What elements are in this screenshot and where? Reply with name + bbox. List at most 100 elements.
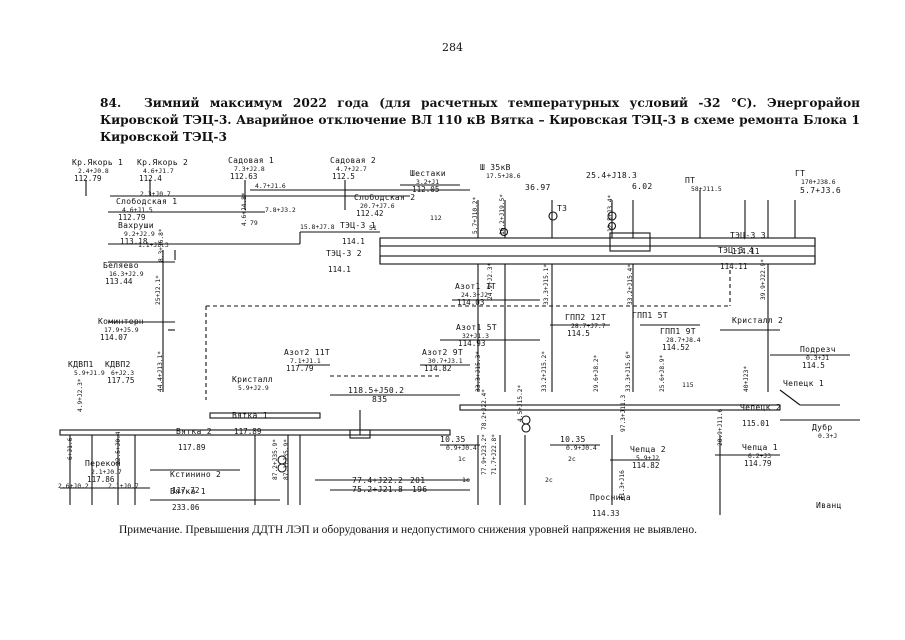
node-name-dubrava: Дубр — [812, 422, 832, 432]
node-voltage-slobodskaya2: 112.42 — [356, 209, 383, 218]
heading-text: Зимний максимум 2022 года (для расчетных… — [100, 96, 860, 144]
node-name-t3: Т3 — [557, 204, 567, 213]
node-voltage-sadovaya2: 112.5 — [332, 172, 355, 181]
node-name-chepecha: Чепецк 1 — [783, 379, 824, 388]
flow-label-f7: 2.1+J0.7 — [108, 482, 139, 490]
node-flow-shestaki: 3.2+J1 — [416, 178, 439, 186]
heading-number: 84. — [100, 96, 122, 110]
node-flow-azot2_11t: 7.1+J1.1 — [290, 357, 321, 365]
flow-label-f6: 2.6+J0.2 — [58, 482, 89, 490]
vertical-label-v27: 97.3+J11.3 — [620, 394, 627, 432]
node-name-gpp1_5t: ГПП1 5Т — [632, 311, 668, 320]
flow-label-f8: 1c — [458, 455, 466, 463]
node-voltage-vahrushi: 113.18 — [120, 237, 148, 246]
node-name-prosnica: Просница — [590, 493, 631, 502]
node-name-tec3_2: ТЭЦ-3 2 — [326, 249, 362, 258]
node-flow-node1035a: 0.9+J0.4 — [446, 444, 477, 452]
node-name-sh35: Ш 35кВ — [480, 163, 511, 172]
flow-label-f2: 4.7+J1.6 — [255, 182, 286, 190]
flow-label-f15: 115 — [682, 381, 694, 389]
node-name-azot1_5t: Азот1 5Т — [456, 323, 497, 332]
node-voltage-chepecha2: 115.01 — [742, 419, 770, 428]
vertical-label-v7: 24.9+J2.3* — [487, 262, 494, 300]
node-name-chepca1: Чепца 1 — [742, 443, 778, 452]
node-voltage-sadovaya1: 112.63 — [230, 172, 257, 181]
node-voltage-vyatka1: 117.89 — [234, 427, 262, 436]
node-name-node25: 25.4+J18.3 — [586, 171, 637, 180]
node-voltage-gpp1_9t: 114.52 — [662, 343, 689, 352]
node-flow-slobodskaya2: 20.7+J7.6 — [360, 202, 395, 210]
scheme-wires — [59, 180, 860, 515]
vertical-label-v20: 22.5+J0.4 — [115, 431, 122, 465]
node-flow-gpp2_12t: 28.7+J7.7 — [571, 322, 606, 330]
vertical-label-v6: 25+J2.1* — [155, 275, 162, 305]
node-flow-azot1_1t: 24.3+J2 — [461, 291, 488, 299]
node-flow-dubrava: 0.3+J — [818, 432, 837, 440]
node-name-vyatka1b: Вятка 1 — [170, 487, 206, 496]
node-name-node75: 75.2+J21.8 — [352, 485, 403, 494]
node-voltage-kominterna: 114.07 — [100, 333, 127, 342]
vertical-label-v9: 33.2+J15.4* — [627, 264, 634, 305]
node-voltage-kr_yakor2: 112.4 — [139, 174, 162, 183]
node-flow-chepca1: 6.2+J3 — [748, 452, 771, 460]
node-name-kstinino2: Кстинино 2 — [170, 470, 221, 479]
node-name-gpp2_12t: ГПП2 12Т — [565, 313, 606, 322]
node-flow-gpp1_9t: 28.7+J8.4 — [666, 336, 701, 344]
transformer-icon — [548, 211, 558, 221]
page-heading: 84.Зимний максимум 2022 года (для расчет… — [100, 95, 860, 146]
flow-label-f4: 15.8+J7.8 — [300, 223, 335, 231]
vertical-label-v2: 5.7+J10.2* — [472, 196, 479, 234]
node-flow-sadovaya1: 7.3+J2.8 — [234, 165, 265, 173]
flow-label-f1: 2.3+J0.7 — [140, 190, 171, 198]
transformer-icon — [521, 423, 531, 433]
vertical-label-v1: 4.6+J4.8* — [241, 192, 248, 226]
node-name-sadovaya1: Садовая 1 — [228, 156, 274, 165]
node-flow-kdvp2: 6+J2.3 — [111, 369, 134, 377]
node-voltage-vyatka1b: 233.06 — [172, 503, 200, 512]
node-name-pt: ПТ — [685, 176, 695, 185]
node-name-node1035b: 10.35 — [560, 435, 586, 444]
node-name-node1035a: 10.35 — [440, 435, 466, 444]
node-flow-chepca2: 5.9+J2 — [636, 454, 659, 462]
flow-label-f9: 2c — [568, 455, 576, 463]
flow-label-f10: 1c — [462, 476, 470, 484]
node-voltage-kstinino2: 117.72 — [172, 486, 199, 495]
node-name-kominterna: Коминтерн — [98, 317, 144, 326]
node-name-slobodskaya1: Слободская 1 — [116, 196, 177, 206]
vertical-label-v16: 33.3+J15.6* — [625, 351, 632, 392]
vertical-label-v13: 33.2+J15.2* — [541, 351, 548, 392]
node-name-kdvp1: КДВП1 — [68, 360, 94, 369]
vertical-label-v4: 12.5+J3.4* — [607, 194, 614, 232]
node-name-chepca2: Чепца 2 — [630, 445, 666, 454]
node-flow-perekop: 2.1+J0.7 — [91, 468, 122, 476]
node-name-kristall2: Кристалл 2 — [732, 316, 783, 325]
node-voltage-chepca2: 114.82 — [632, 461, 659, 470]
node-flow-sh35: 17.5+J8.6 — [486, 172, 521, 180]
node-flow-kdvp1: 5.9+J1.9 — [74, 369, 105, 377]
flow-label-f3: 7.8+J3.2 — [265, 206, 296, 214]
node-name-node201: 201 — [410, 476, 425, 485]
node-name-tec3_3: ТЭЦ-3 3 — [730, 231, 766, 240]
vertical-label-v28: 20.9+J11.6 — [717, 408, 724, 446]
node-flow-slobodskaya1: 4.6+J1.5 — [122, 206, 153, 214]
node-voltage-belyaevo: 113.44 — [105, 277, 133, 286]
vertical-label-v19: 6+J1.6 — [67, 437, 74, 460]
node-name-kr_yakor2: Кр.Якорь 2 — [137, 158, 188, 167]
vertical-label-v12: 44.4+J13.1* — [157, 351, 164, 392]
node-name-node196: 196 — [412, 485, 427, 494]
node-voltage-gpp2_12t: 114.5 — [567, 329, 590, 338]
node-voltage-azot2_9t: 114.82 — [424, 364, 451, 373]
node-voltage-tec3_2: 114.1 — [328, 265, 351, 274]
flow-label-f12: 51 — [369, 224, 377, 232]
node-name-vyatka2: Вятка 2 — [176, 427, 212, 436]
vertical-label-v18: 40+J23* — [743, 366, 750, 392]
vertical-label-v15: 29.6+J8.2* — [593, 354, 600, 392]
node-flow-node1035b: 0.9+J0.4 — [566, 444, 597, 452]
node-name-node602: 6.02 — [632, 182, 652, 191]
node-name-vyatka1: Вятка 1 — [232, 411, 268, 420]
node-name-shestaki: Шестаки — [410, 169, 446, 178]
node-voltage-tec3_4: 114.11 — [720, 262, 748, 271]
node-flow-podrezcha: 0.3+J1 — [806, 354, 829, 362]
node-name-node36: 36.97 — [525, 183, 551, 192]
